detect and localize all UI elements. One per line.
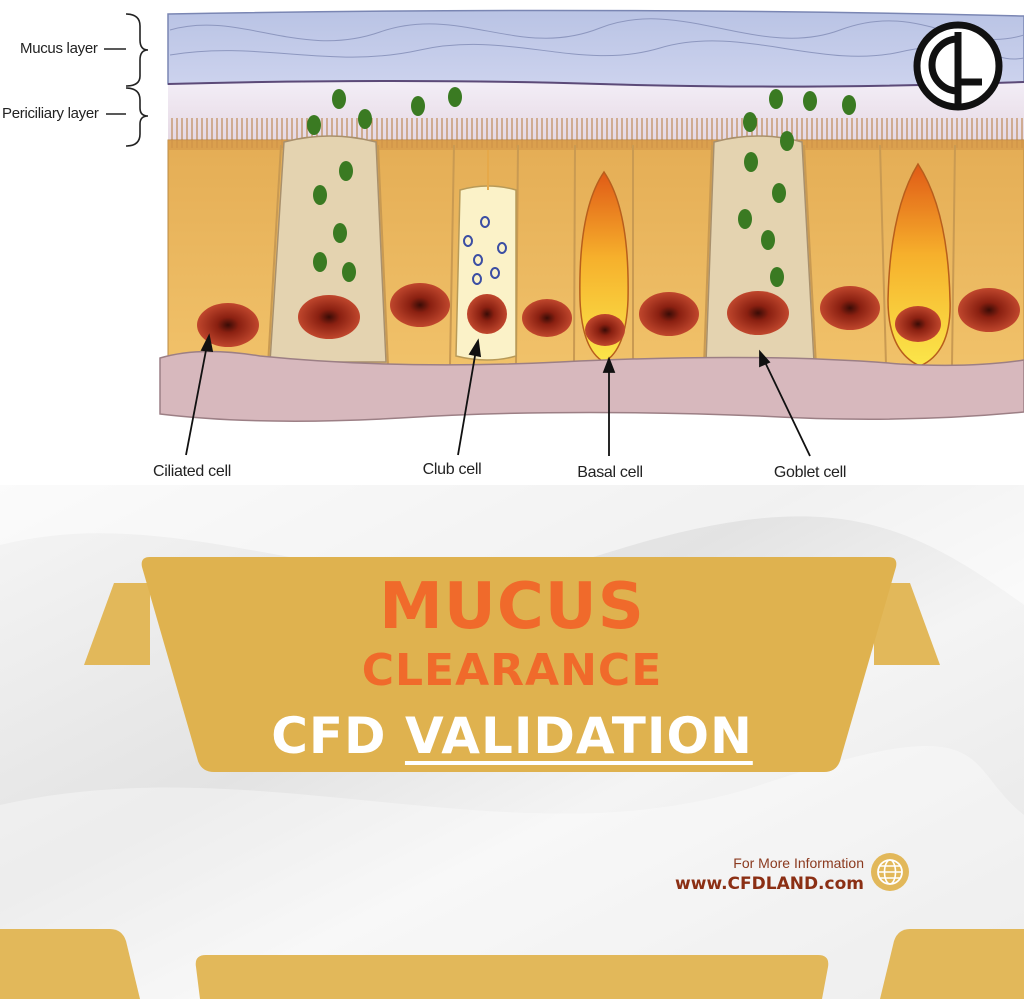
banner-background xyxy=(0,485,1024,999)
info-label: For More Information xyxy=(733,855,864,871)
diagram-panel: Mucus layer Periciliary layer Ciliated c… xyxy=(0,0,1024,485)
periciliary-layer-label: Periciliary layer xyxy=(2,105,99,122)
basement-membrane xyxy=(159,350,1024,422)
title-clearance: CLEARANCE xyxy=(361,645,663,696)
mucus-layer xyxy=(167,9,1024,88)
club-cell-label: Club cell xyxy=(422,461,482,478)
ribbon-left xyxy=(84,583,150,665)
title-mucus: MUCUS xyxy=(379,570,645,644)
title-banner xyxy=(141,557,897,772)
cfd-logo-icon xyxy=(913,21,1003,111)
globe-icon[interactable] xyxy=(870,852,910,892)
ciliated-cell-label: Ciliated cell xyxy=(153,463,231,480)
bottom-bar-left xyxy=(0,929,140,999)
bottom-bar-right xyxy=(880,929,1024,999)
ribbon-right xyxy=(874,583,940,665)
title-cfd: CFD xyxy=(271,707,405,765)
bottom-bar-center xyxy=(195,955,829,999)
epithelium-diagram xyxy=(104,9,1024,457)
goblet-cell-label: Goblet cell xyxy=(773,464,847,481)
website-link[interactable]: www.CFDLAND.com xyxy=(675,874,864,894)
promo-panel xyxy=(0,485,1024,999)
mucus-granules xyxy=(307,87,856,287)
goblet-cell-1 xyxy=(269,135,387,363)
basal-cell-label: Basal cell xyxy=(577,464,643,481)
title-validation: VALIDATION xyxy=(404,707,753,765)
mucus-layer-label: Mucus layer xyxy=(20,40,98,57)
title-cfd-validation: CFD VALIDATION xyxy=(0,707,1024,765)
nuclei xyxy=(197,283,1020,347)
